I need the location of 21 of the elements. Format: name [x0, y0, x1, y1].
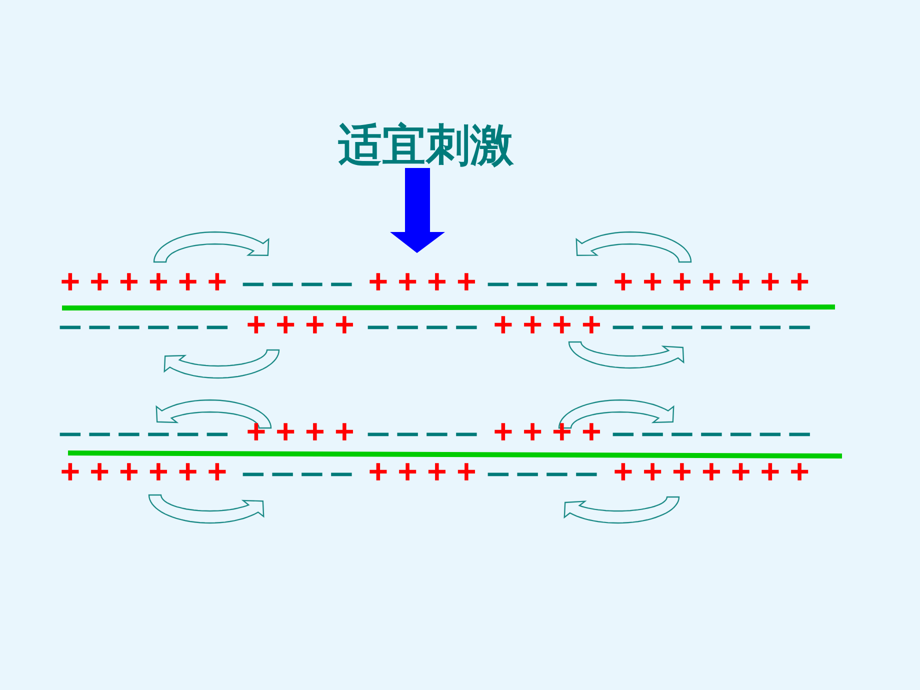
- positive-charges: ++++: [246, 311, 364, 345]
- positive-charges: ++++: [368, 458, 486, 492]
- positive-charges: ++++: [246, 418, 364, 452]
- positive-charges: ++++++: [60, 458, 236, 492]
- positive-charges: ++++: [493, 311, 611, 345]
- negative-charges: ———————: [613, 311, 819, 345]
- positive-charges: ++++: [493, 418, 611, 452]
- negative-charges: ———————: [613, 418, 819, 452]
- positive-charges: +++++++: [613, 458, 819, 492]
- negative-charges: ————: [488, 268, 606, 302]
- negative-charges: ————: [243, 458, 361, 492]
- positive-charges: ++++++: [60, 268, 236, 302]
- negative-charges: ————: [243, 268, 361, 302]
- positive-charges: +++++++: [613, 268, 819, 302]
- negative-charges: ——————: [60, 311, 236, 345]
- positive-charges: ++++: [368, 268, 486, 302]
- negative-charges: ——————: [60, 418, 236, 452]
- negative-charges: ————: [488, 458, 606, 492]
- negative-charges: ————: [368, 418, 486, 452]
- stimulus-label: 适宜刺激: [338, 124, 514, 168]
- negative-charges: ————: [368, 311, 486, 345]
